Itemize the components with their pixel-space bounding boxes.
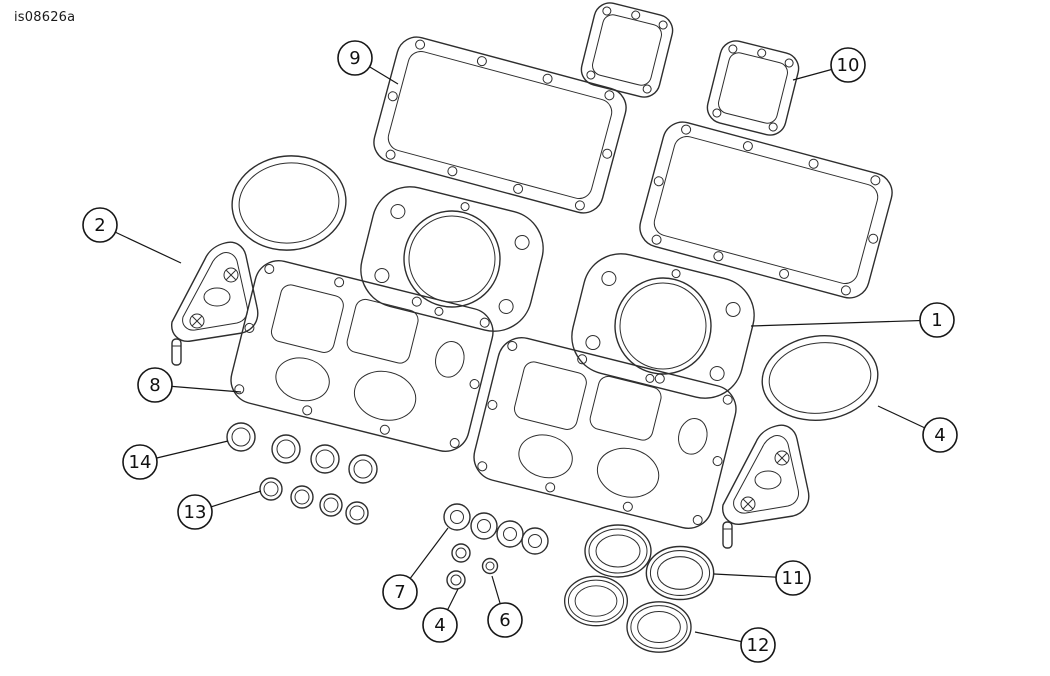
callouts-layer: 9 10 2 1 8 4 (82, 40, 958, 663)
large-o-ring-front (231, 155, 347, 251)
svg-text:7: 7 (394, 582, 405, 603)
breather-cover-gasket-rear (703, 36, 803, 140)
callout-10: 10 (792, 47, 866, 83)
svg-text:9: 9 (349, 48, 360, 69)
callout-2: 2 (82, 207, 182, 264)
cylinder-head-gasket-front (352, 178, 552, 340)
svg-text:4: 4 (934, 425, 945, 446)
seal-11b (645, 545, 715, 601)
seal-12b (626, 601, 692, 653)
figure-id-label: is08626a (14, 10, 76, 25)
callout-1: 1 (750, 302, 955, 338)
washer-row-7 (443, 503, 549, 555)
o-ring-row-13 (259, 477, 369, 525)
breather-cover-gasket-front (577, 0, 677, 102)
small-o-ring-6 (481, 557, 499, 575)
svg-text:12: 12 (747, 635, 770, 656)
callout-6: 6 (487, 575, 523, 638)
o-ring-row-14 (226, 422, 378, 484)
svg-text:13: 13 (184, 502, 207, 523)
callout-8: 8 (137, 367, 242, 403)
seal-11a (584, 524, 652, 578)
callout-4-bottom: 4 (422, 588, 459, 643)
svg-text:11: 11 (782, 568, 805, 589)
large-o-ring-rear (761, 335, 879, 421)
seal-12a (563, 575, 629, 627)
rocker-housing-gasket-front (225, 254, 499, 458)
callout-12: 12 (694, 627, 776, 663)
svg-text:10: 10 (837, 55, 860, 76)
callout-4-right: 4 (877, 405, 958, 453)
svg-text:8: 8 (149, 375, 160, 396)
parts-layer (172, 0, 898, 653)
rocker-housing-gasket-rear (468, 331, 742, 535)
tensioner-assembly-rear (723, 425, 809, 548)
rocker-box-cover-gasket-front (368, 31, 632, 219)
svg-text:4: 4 (434, 615, 445, 636)
svg-text:14: 14 (129, 452, 152, 473)
callout-14: 14 (122, 440, 229, 480)
callout-9: 9 (337, 40, 399, 85)
small-o-rings-4 (446, 543, 471, 590)
svg-text:6: 6 (499, 610, 510, 631)
callout-7: 7 (382, 527, 449, 610)
seal-group (563, 524, 715, 653)
callout-13: 13 (177, 490, 262, 530)
callout-11: 11 (713, 560, 811, 596)
tensioner-assembly-front (172, 242, 258, 365)
svg-text:2: 2 (94, 215, 105, 236)
rocker-box-cover-gasket-rear (634, 116, 898, 304)
svg-text:1: 1 (931, 310, 942, 331)
